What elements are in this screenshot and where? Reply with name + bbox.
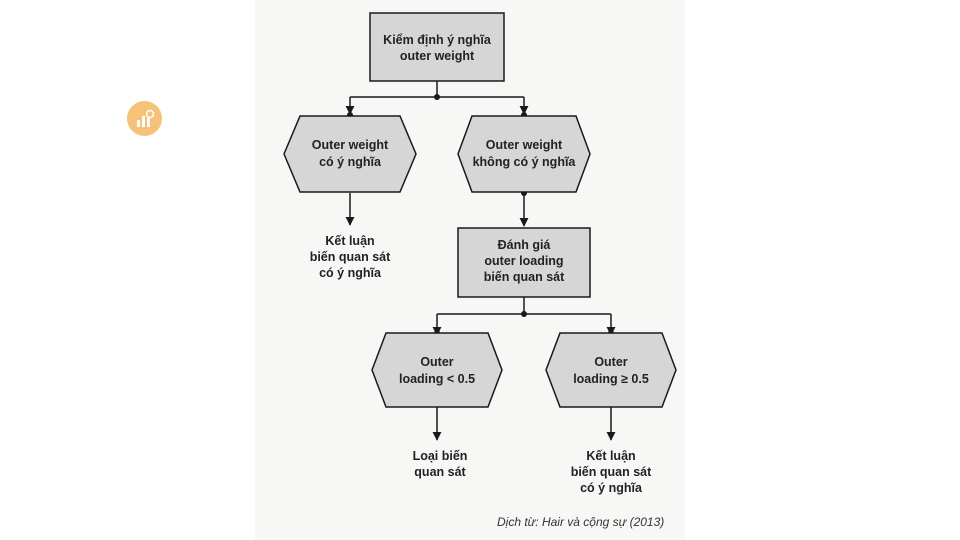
node-conclusion-2-line-1: Kết luận (586, 449, 635, 463)
node-weight-significant: Outer weight có ý nghĩa (283, 115, 417, 193)
node-loading-low: Outer loading < 0.5 (371, 332, 503, 408)
node-assess-loading-line-3: biến quan sát (484, 270, 565, 284)
node-weight-significant-line-1: Outer weight (312, 138, 389, 152)
node-root: Kiểm định ý nghĩa outer weight (369, 12, 505, 82)
node-conclusion-1-line-3: có ý nghĩa (319, 266, 382, 280)
node-remove-variable: Loại biến quan sát (413, 449, 468, 479)
node-weight-not-significant-line-1: Outer weight (486, 138, 563, 152)
node-conclusion-2-line-2: biến quan sát (571, 465, 652, 479)
node-assess-loading: Đánh giá outer loading biến quan sát (457, 227, 591, 298)
node-assess-loading-line-1: Đánh giá (498, 238, 551, 252)
node-root-line-2: outer weight (400, 49, 475, 63)
node-loading-low-line-1: Outer (420, 355, 453, 369)
node-loading-low-line-2: loading < 0.5 (399, 372, 475, 386)
node-remove-variable-line-2: quan sát (414, 465, 466, 479)
node-loading-high: Outer loading ≥ 0.5 (545, 332, 677, 408)
node-remove-variable-line-1: Loại biến (413, 449, 468, 463)
node-assess-loading-line-2: outer loading (484, 254, 563, 268)
node-weight-not-significant-line-2: không có ý nghĩa (473, 155, 577, 169)
node-weight-significant-line-2: có ý nghĩa (319, 155, 382, 169)
node-weight-not-significant: Outer weight không có ý nghĩa (457, 115, 591, 193)
node-conclusion-1-line-2: biến quan sát (310, 250, 391, 264)
source-caption: Dịch từ: Hair và cộng sự (2013) (497, 515, 665, 529)
node-loading-high-line-2: loading ≥ 0.5 (573, 372, 649, 386)
node-conclusion-2-line-3: có ý nghĩa (580, 481, 643, 495)
node-conclusion-2: Kết luận biến quan sát có ý nghĩa (571, 449, 652, 495)
node-root-line-1: Kiểm định ý nghĩa (383, 33, 492, 47)
node-conclusion-1-line-1: Kết luận (325, 234, 374, 248)
node-conclusion-1: Kết luận biến quan sát có ý nghĩa (310, 234, 391, 280)
chart-coin-icon (127, 101, 162, 136)
node-loading-high-line-1: Outer (594, 355, 627, 369)
